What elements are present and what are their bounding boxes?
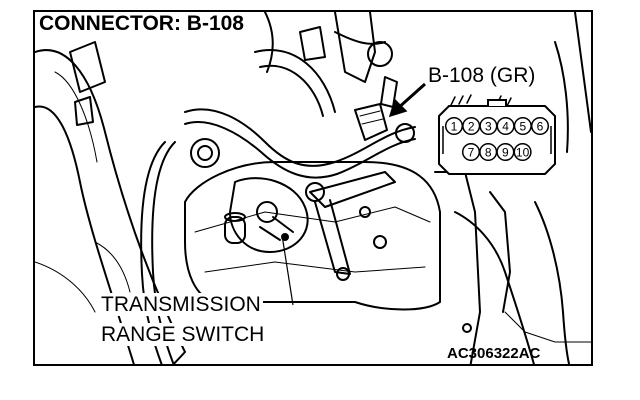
connector-pin-number: 9	[502, 146, 509, 160]
part-label-line-1: TRANSMISSION	[99, 293, 263, 316]
connector-pin-number: 4	[502, 120, 509, 134]
part-label-line-2: RANGE SWITCH	[99, 323, 267, 346]
page-title: CONNECTOR: B-108	[37, 12, 248, 37]
connector-pin-number: 2	[468, 120, 475, 134]
connector-pin-number: 6	[537, 120, 544, 134]
connector-b108	[354, 103, 388, 141]
connector-pin-number: 3	[485, 120, 492, 134]
shift-lever	[309, 171, 396, 208]
arrow-icon	[388, 82, 426, 118]
left-hose	[35, 49, 186, 364]
connector-pin-number: 5	[519, 120, 526, 134]
connector-pin-number: 10	[516, 146, 530, 160]
connector-label: B-108 (GR)	[426, 64, 538, 87]
figure-code: AC306322AC	[447, 345, 541, 362]
wire-harness	[184, 108, 416, 167]
range-switch	[229, 177, 309, 253]
leader-line	[281, 234, 294, 306]
connector-pin-number: 7	[468, 146, 475, 160]
connector-pin	[530, 116, 550, 136]
connector-pin-number: 8	[485, 146, 492, 160]
connector-pin	[513, 142, 532, 162]
grommet	[190, 138, 220, 168]
connector-pin-number: 1	[451, 120, 458, 134]
